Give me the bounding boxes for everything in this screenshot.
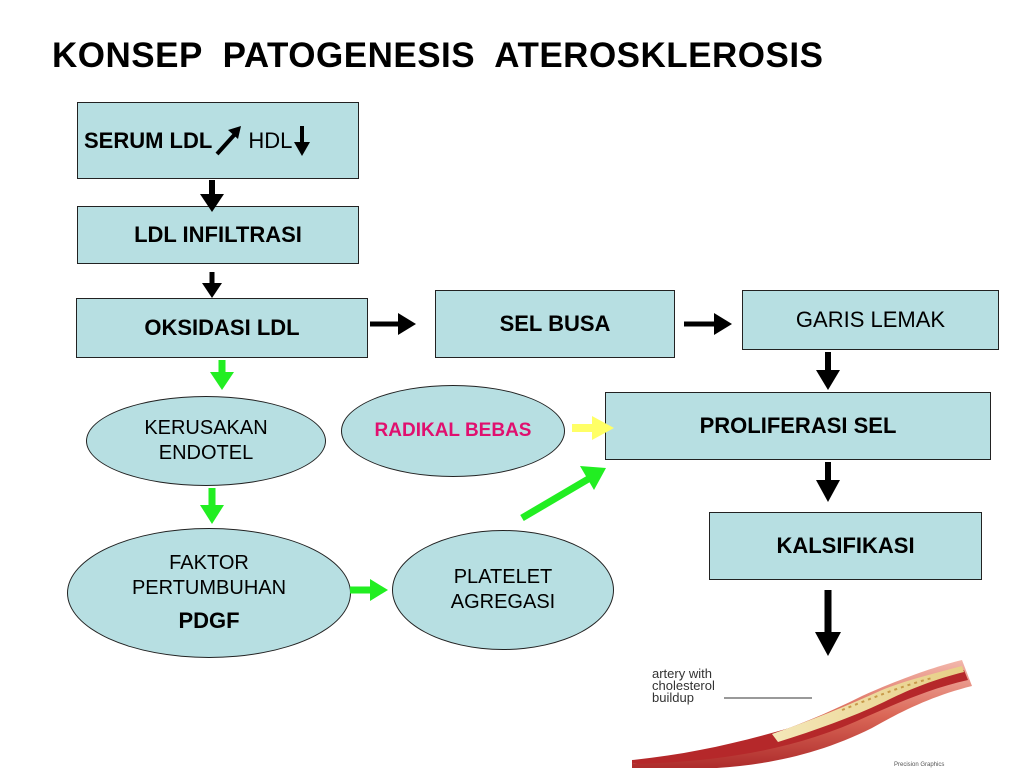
- arrow-kalsifikasi-to-artery: [815, 590, 841, 656]
- radikal-bebas-label: RADIKAL BEBAS: [374, 420, 532, 442]
- arrow-down-icon: [294, 125, 311, 156]
- arrow-garislemak-to-proliferasi: [816, 352, 840, 390]
- yellow-arrow-radikal-to-proliferasi: [572, 416, 614, 440]
- arrow-up-icon: [215, 125, 242, 155]
- platelet-label: PLATELET: [453, 566, 553, 588]
- arrow-selbusa-to-garislemak: [684, 313, 732, 335]
- hdl-label: HDL: [248, 127, 293, 153]
- sel-busa-box: SEL BUSA: [435, 290, 675, 358]
- arrow-serum-to-infiltrasi: [200, 180, 224, 212]
- green-arrow-faktor-to-platelet: [350, 579, 388, 601]
- arrow-proliferasi-to-kalsifikasi: [816, 462, 840, 502]
- proliferasi-sel-box: PROLIFERASI SEL: [605, 392, 991, 460]
- ldl-infiltrasi-box: LDL INFILTRASI: [77, 206, 359, 264]
- endotel-label: ENDOTEL: [158, 442, 254, 464]
- pertumbuhan-label: PERTUMBUHAN: [131, 577, 287, 600]
- oksidasi-ldl-box: OKSIDASI LDL: [76, 298, 368, 358]
- radikal-bebas-ellipse: RADIKAL BEBAS: [341, 385, 565, 477]
- artery-illustration: artery with cholesterol buildup Precisio…: [632, 656, 972, 770]
- kerusakan-label: KERUSAKAN: [144, 417, 268, 439]
- page-title: KONSEP PATOGENESIS ATEROSKLEROSIS: [52, 36, 824, 75]
- green-arrow-platelet-to-proliferasi: [520, 466, 606, 522]
- green-arrow-oksidasi-to-kerusakan: [210, 360, 234, 390]
- kerusakan-endotel-ellipse: KERUSAKAN ENDOTEL: [86, 396, 326, 486]
- serum-ldl-hdl-box: SERUM LDL HDL: [77, 102, 359, 179]
- arrow-oksidasi-to-selbusa: [370, 313, 416, 335]
- green-arrow-kerusakan-to-faktor: [200, 488, 224, 524]
- artery-caption-3: buildup: [652, 690, 694, 705]
- garis-lemak-box: GARIS LEMAK: [742, 290, 999, 350]
- pdgf-label: PDGF: [178, 608, 240, 634]
- artery-credit: Precision Graphics: [894, 762, 944, 768]
- artery-caption-2: cholesterol: [652, 678, 715, 693]
- kalsifikasi-box: KALSIFIKASI: [709, 512, 982, 580]
- serum-ldl-label: SERUM LDL: [84, 127, 213, 153]
- platelet-agregasi-ellipse: PLATELET AGREGASI: [392, 530, 614, 650]
- faktor-pertumbuhan-ellipse: FAKTOR PERTUMBUHAN PDGF: [67, 528, 351, 658]
- artery-caption-1: artery with: [652, 666, 712, 681]
- faktor-label: FAKTOR: [169, 552, 249, 575]
- agregasi-label: AGREGASI: [450, 591, 556, 613]
- arrow-infiltrasi-to-oksidasi: [202, 272, 222, 298]
